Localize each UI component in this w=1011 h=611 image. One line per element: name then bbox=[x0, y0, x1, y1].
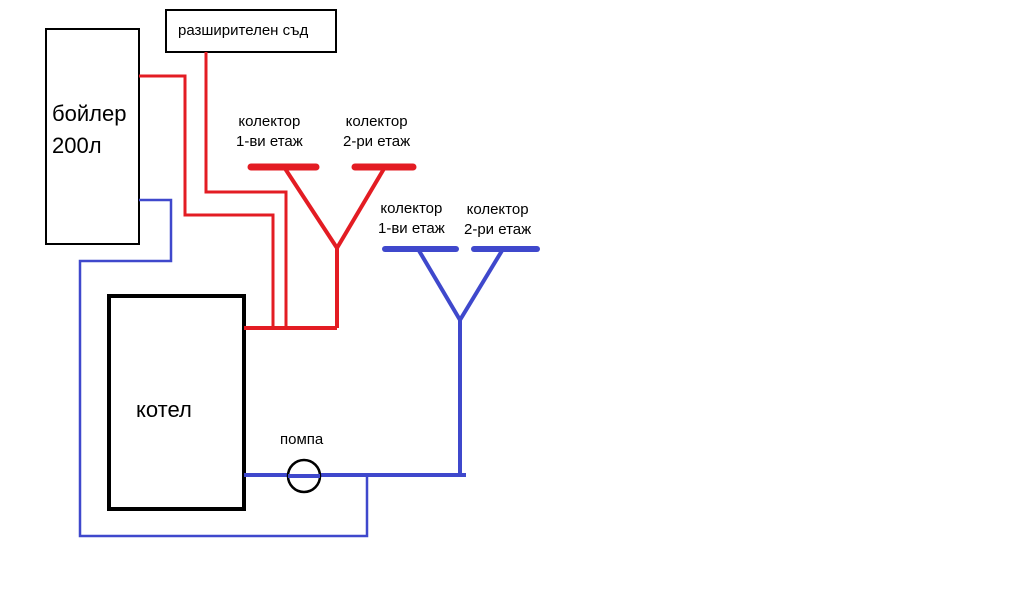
cold-collector-1-label: колектор 1-ви етаж bbox=[378, 200, 445, 238]
boiler-label-name: бойлер bbox=[52, 101, 127, 126]
cold-branch-left bbox=[416, 247, 462, 322]
boiler-unit-box bbox=[107, 294, 246, 511]
cold-collector-2-label: колектор 2-ри етаж bbox=[464, 201, 532, 239]
expansion-tank-box bbox=[165, 9, 337, 53]
hot-collector-2-label: колектор 2-ри етаж bbox=[343, 113, 411, 151]
boiler-label: бойлер 200л bbox=[52, 98, 126, 162]
cold-pipe-boiler-return bbox=[78, 198, 369, 538]
expansion-tank-label: разширителен съд bbox=[178, 22, 309, 39]
boiler-label-volume: 200л bbox=[52, 132, 102, 158]
hot-pipe-boiler-supply bbox=[139, 74, 275, 328]
hot-pipes bbox=[139, 52, 417, 330]
hot-collector-1-label: колектор 1-ви етаж bbox=[236, 113, 303, 151]
hot-pipe-expansion-line bbox=[204, 52, 288, 328]
hot-branch-left bbox=[282, 165, 339, 250]
boiler-tank-box bbox=[45, 28, 140, 245]
cold-pipes bbox=[78, 198, 540, 538]
hot-branch-right bbox=[335, 165, 387, 250]
pump-label: помпа bbox=[280, 431, 324, 448]
cold-branch-right bbox=[458, 247, 505, 322]
boiler-unit-label: котел bbox=[136, 397, 192, 422]
